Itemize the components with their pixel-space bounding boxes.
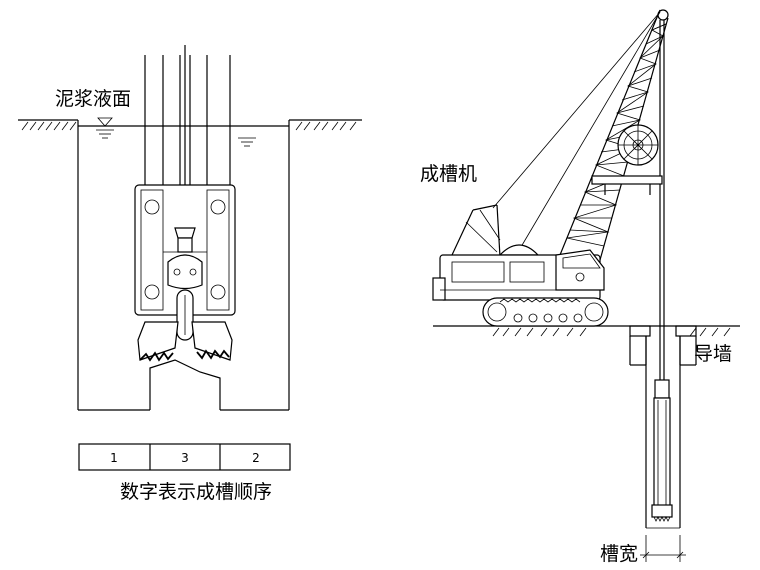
ground-hatch-right — [295, 121, 357, 131]
cable-reel — [617, 124, 659, 166]
trench-grab — [651, 379, 673, 522]
sequence-caption: 数字表示成槽顺序 — [120, 481, 272, 503]
suspension-cables — [492, 11, 661, 253]
machine-body — [432, 249, 605, 301]
sequence-cell-2: 3 — [181, 451, 189, 465]
ground-hatch-left — [21, 121, 77, 131]
trench-section: 泥浆液面 — [18, 45, 362, 503]
ground-hatch-crane — [492, 327, 731, 337]
machine-label: 成槽机 — [420, 163, 477, 185]
slurry-level-symbol-right — [238, 137, 256, 147]
a-frame — [451, 204, 501, 258]
slurry-level-symbol — [96, 117, 114, 139]
crane-elevation: 成槽机 导墙 — [420, 9, 740, 565]
sequence-row: 1 3 2 — [78, 443, 291, 471]
trench-width-label: 槽宽 — [600, 543, 638, 565]
grab-body — [134, 184, 236, 341]
sequence-cell-3: 2 — [252, 451, 260, 465]
guide-wall — [629, 325, 697, 366]
crawler-track — [482, 297, 609, 327]
slurry-level-label: 泥浆液面 — [55, 88, 131, 110]
trench — [645, 336, 681, 529]
grab-jaws — [137, 321, 233, 362]
guide-wall-label: 导墙 — [694, 343, 732, 365]
trench-width-dimension — [640, 535, 686, 562]
sequence-cell-1: 1 — [110, 451, 118, 465]
guide-rods — [144, 45, 231, 230]
